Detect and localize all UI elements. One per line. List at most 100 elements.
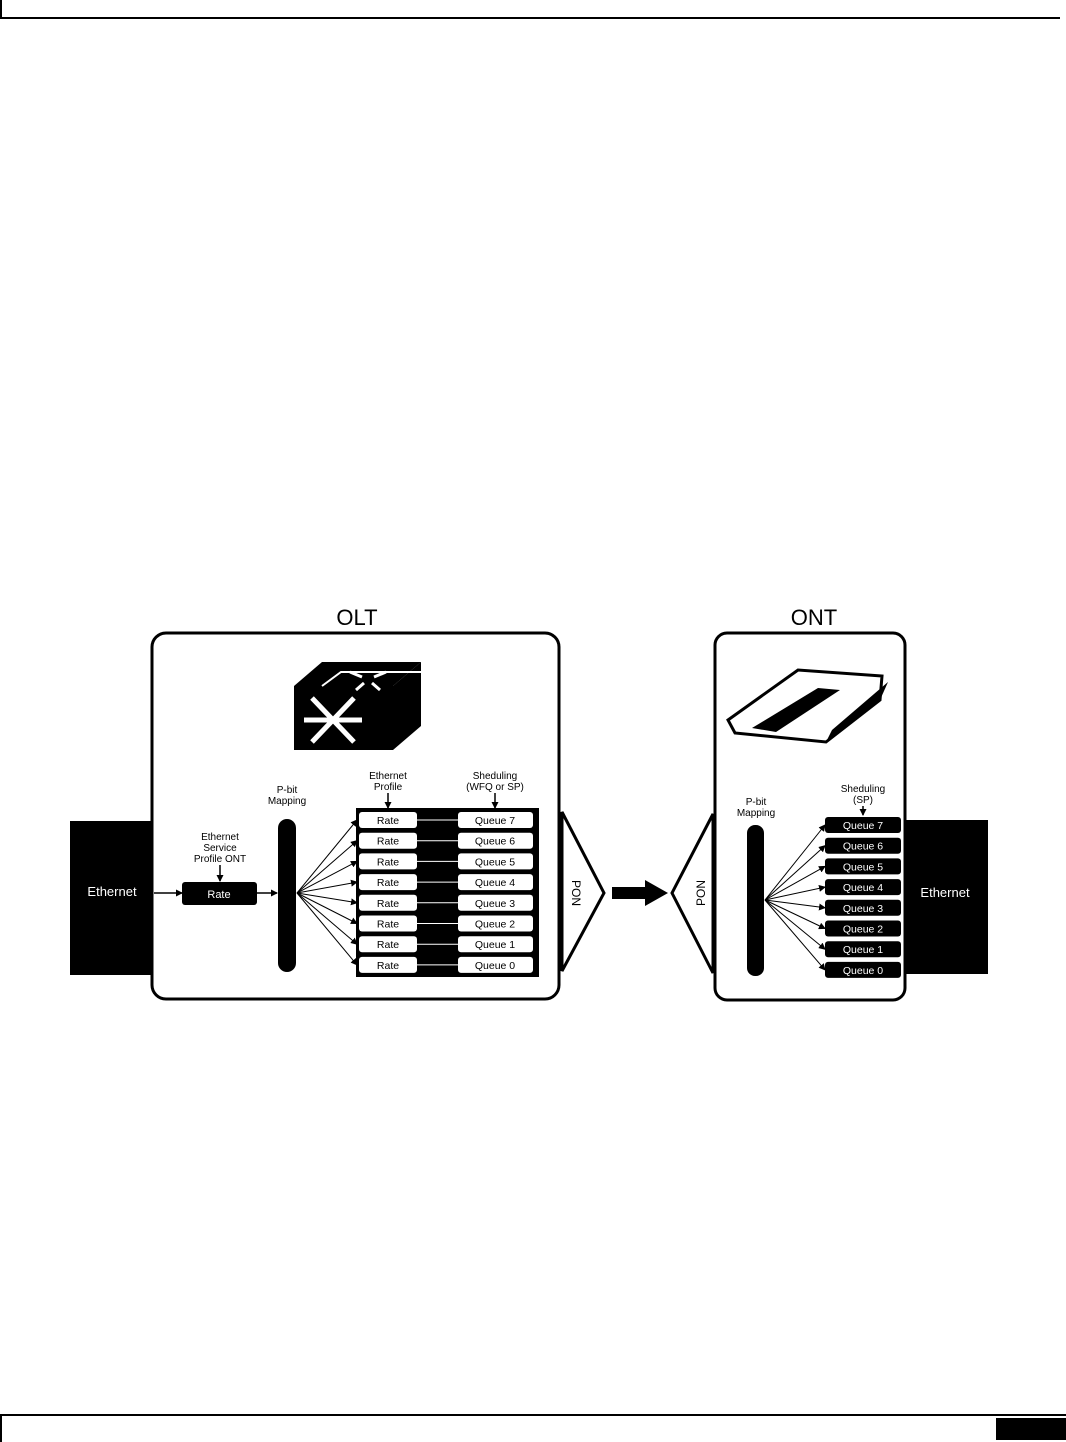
olt-queue-label: Queue 1 <box>475 939 515 951</box>
ont-fan-arrow <box>764 824 826 901</box>
olt-queue-label: Queue 0 <box>475 960 515 972</box>
ont-fan-arrow <box>764 899 826 911</box>
ont-queue-box <box>825 817 901 833</box>
ont-queue-box <box>825 961 901 978</box>
ont-queue-box <box>825 941 901 958</box>
olt-rate-box <box>359 915 417 932</box>
ont-pbit-label-1: P-bit <box>746 797 767 808</box>
olt-rate-label: Rate <box>377 815 399 827</box>
olt-queue-box <box>458 812 533 828</box>
ont-queue-label: Queue 5 <box>843 861 883 873</box>
ethernet-left-label: Ethernet <box>87 884 137 899</box>
ont-title: ONT <box>791 605 837 630</box>
olt-fan-arrow <box>296 892 358 945</box>
olt-fan-arrow <box>296 860 358 894</box>
service-rate-box <box>182 882 257 905</box>
page-header-border <box>0 0 1060 19</box>
olt-rate-label: Rate <box>377 898 399 910</box>
olt-pbit-label-1: P-bit <box>277 785 298 796</box>
olt-rate-label: Rate <box>377 960 399 972</box>
olt-rate-box <box>359 853 417 870</box>
ont-queue-label: Queue 7 <box>843 820 883 832</box>
ont-device-icon <box>726 668 888 744</box>
olt-queue-box <box>458 956 533 973</box>
ethernet-block-right <box>903 820 988 974</box>
olt-pbit-fan-arrows <box>296 819 358 966</box>
olt-fan-arrow <box>296 892 358 966</box>
olt-rate-label: Rate <box>377 836 399 848</box>
pon-left-label: PON <box>569 880 583 906</box>
ont-pbit-label-2: Mapping <box>737 808 775 819</box>
ont-fan-arrow <box>764 845 826 901</box>
olt-rate-box <box>359 956 417 973</box>
olt-scheduling-label-1: Sheduling <box>473 771 517 782</box>
ont-scheduling-label-1: Sheduling <box>841 784 885 795</box>
olt-pon-port <box>560 811 606 972</box>
ont-scheduling-label-2: (SP) <box>853 795 873 806</box>
olt-pbit-label-2: Mapping <box>268 796 306 807</box>
olt-rate-box <box>359 936 417 953</box>
pon-direction-arrow <box>612 880 668 906</box>
olt-fan-arrow <box>296 879 358 894</box>
olt-queue-box <box>458 894 533 911</box>
ont-queue-label: Queue 0 <box>843 965 883 977</box>
ont-queue-box <box>825 899 901 916</box>
olt-queue-box <box>458 853 533 870</box>
olt-rate-label: Rate <box>377 856 399 868</box>
ont-pbit-bar <box>747 825 764 976</box>
ont-pbit-fan-arrows <box>764 824 826 971</box>
ont-queue-label: Queue 1 <box>843 944 883 956</box>
ethernet-profile-label-1: Ethernet <box>369 771 407 782</box>
olt-queue-box <box>458 832 533 849</box>
service-rate-label: Rate <box>207 889 230 901</box>
olt-queue-box <box>458 936 533 953</box>
olt-title: OLT <box>336 605 377 630</box>
ont-queue-label: Queue 2 <box>843 924 883 936</box>
olt-fan-arrow <box>296 840 358 894</box>
ont-fan-arrow <box>764 899 826 930</box>
ont-queue-label: Queue 6 <box>843 841 883 853</box>
olt-rate-box <box>359 894 417 911</box>
olt-rate-box <box>359 874 417 891</box>
service-profile-label-3: Profile ONT <box>194 854 246 865</box>
ont-queue-rows: Queue 7 Queue 6 Queue 5 Queue 4 Queue 3 Queue… <box>825 817 901 978</box>
ethernet-block-left <box>70 821 154 975</box>
page-number-tab <box>996 1418 1066 1440</box>
olt-queue-box <box>458 874 533 891</box>
olt-queue-box <box>458 915 533 932</box>
service-profile-label-2: Service <box>203 843 237 854</box>
service-profile-label-1: Ethernet <box>201 832 239 843</box>
ont-queue-box <box>825 920 901 937</box>
switch-icon <box>294 662 421 750</box>
olt-queue-label: Queue 6 <box>475 836 515 848</box>
ont-fan-arrow <box>764 884 826 901</box>
ont-queue-label: Queue 3 <box>843 903 883 915</box>
olt-rate-label: Rate <box>377 877 399 889</box>
ethernet-right-label: Ethernet <box>920 885 970 900</box>
ont-pon-port <box>670 813 715 974</box>
olt-fan-arrow <box>296 892 358 906</box>
olt-rate-label: Rate <box>377 919 399 931</box>
olt-rate-label: Rate <box>377 939 399 951</box>
olt-queue-label: Queue 2 <box>475 919 515 931</box>
olt-rate-box <box>359 812 417 828</box>
ethernet-profile-label-2: Profile <box>374 782 403 793</box>
olt-queue-label: Queue 3 <box>475 898 515 910</box>
olt-fan-arrow <box>296 892 358 924</box>
olt-queue-label: Queue 4 <box>475 877 515 889</box>
ont-fan-arrow <box>764 899 826 950</box>
ont-fan-arrow <box>764 865 826 901</box>
olt-rate-box <box>359 832 417 849</box>
olt-pbit-bar <box>278 819 296 972</box>
olt-queue-label: Queue 7 <box>475 815 515 827</box>
ont-queue-box <box>825 879 901 896</box>
page-footer-border <box>0 1414 1066 1442</box>
olt-scheduling-label-2: (WFQ or SP) <box>466 782 524 793</box>
ont-fan-arrow <box>764 899 826 971</box>
pon-right-label: PON <box>694 880 708 906</box>
ont-queue-label: Queue 4 <box>843 882 883 894</box>
ont-queue-box <box>825 858 901 875</box>
olt-queue-label: Queue 5 <box>475 856 515 868</box>
